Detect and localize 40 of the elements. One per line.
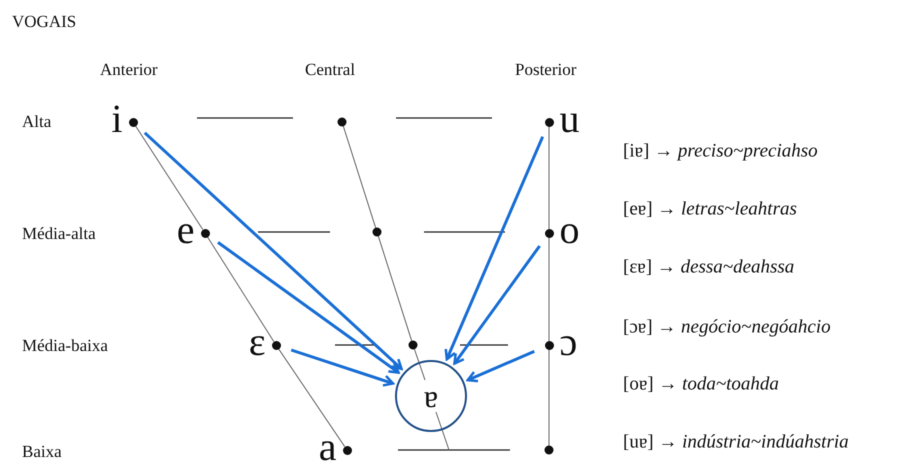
point-dot — [338, 118, 346, 126]
vowel-symbol: u — [560, 101, 580, 143]
axis-label: Média-alta — [22, 224, 96, 244]
axis-label: Alta — [22, 112, 52, 132]
arrow — [217, 241, 400, 374]
arrow — [453, 245, 541, 365]
chart-line — [134, 124, 204, 230]
example-text: [ɔɐ] → negócio~negóahcio — [623, 316, 831, 340]
chart-line — [548, 236, 550, 342]
axis-label: Anterior — [100, 60, 158, 80]
axis-label: Posterior — [515, 60, 576, 80]
arrow — [290, 348, 394, 387]
point-dot — [544, 446, 554, 454]
axis-label: Central — [305, 60, 356, 80]
chart-line — [378, 235, 412, 342]
vowel-symbol: a — [318, 429, 336, 471]
example-text: [uɐ] → indústria~indúahstria — [623, 432, 849, 454]
arrow — [466, 350, 535, 382]
chart-line — [548, 126, 550, 230]
point-dot — [408, 340, 418, 350]
arrow — [444, 136, 544, 360]
vowel-symbol: e — [176, 212, 194, 254]
axis-label: Média-baixa — [22, 336, 108, 356]
arrow — [144, 132, 403, 370]
chart-line — [278, 348, 346, 448]
vowel-symbol: ɔ — [560, 324, 578, 366]
point-dot — [372, 228, 382, 236]
chart-line — [342, 125, 376, 229]
vowel-symbol: o — [560, 212, 580, 254]
chart-line — [206, 236, 274, 342]
vowel-symbol: i — [111, 101, 122, 143]
title: VOGAIS — [12, 12, 76, 32]
vowel-symbol: ɛ — [248, 324, 266, 366]
example-text: [ɛɐ] → dessa~deahssa — [623, 256, 794, 280]
chart-line — [548, 348, 550, 446]
example-text: [eɐ] → letras~leahtras — [623, 198, 797, 222]
circled-vowel — [395, 360, 467, 432]
axis-label: Baixa — [22, 442, 62, 462]
example-text: [oɐ] → toda~toahda — [623, 374, 779, 396]
example-text: [iɐ] → preciso~preciahso — [623, 140, 818, 164]
